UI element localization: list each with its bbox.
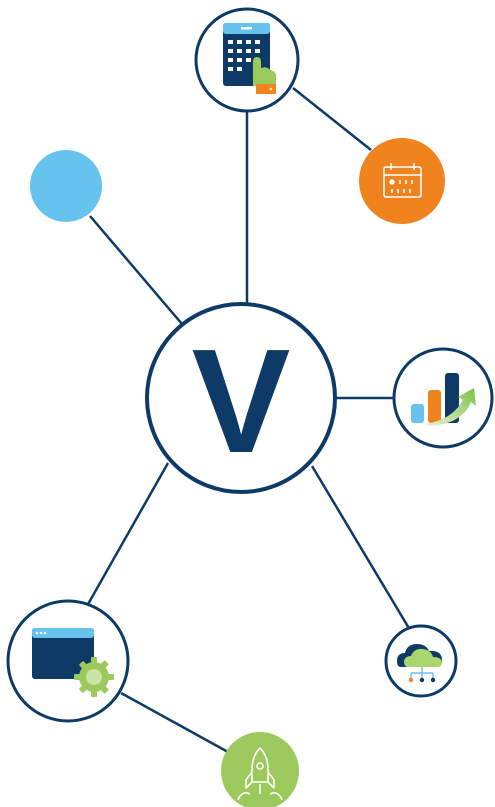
cloud-network-icon	[397, 644, 443, 683]
browser-gear-icon	[32, 628, 114, 697]
connections	[85, 87, 412, 754]
node-blank	[30, 150, 102, 222]
connector-center-settings	[85, 462, 170, 607]
connector-center-blank	[89, 215, 183, 325]
node-settings-window	[6, 599, 130, 723]
node-calendar	[359, 138, 445, 224]
calculator-touch-icon	[223, 23, 277, 94]
node-calculator	[194, 7, 300, 113]
rocket-icon	[237, 747, 283, 801]
node-growth	[392, 347, 494, 449]
node-launch	[221, 732, 299, 807]
bar-chart-growth-icon	[411, 373, 476, 426]
connector-calculator-calendar	[292, 87, 372, 151]
center-letter: V	[192, 319, 291, 484]
calendar-icon	[383, 163, 422, 198]
center-hub: V	[145, 302, 337, 494]
connector-center-cloud	[310, 465, 412, 631]
node-cloud	[384, 624, 458, 698]
connector-settings-launch	[120, 691, 229, 754]
